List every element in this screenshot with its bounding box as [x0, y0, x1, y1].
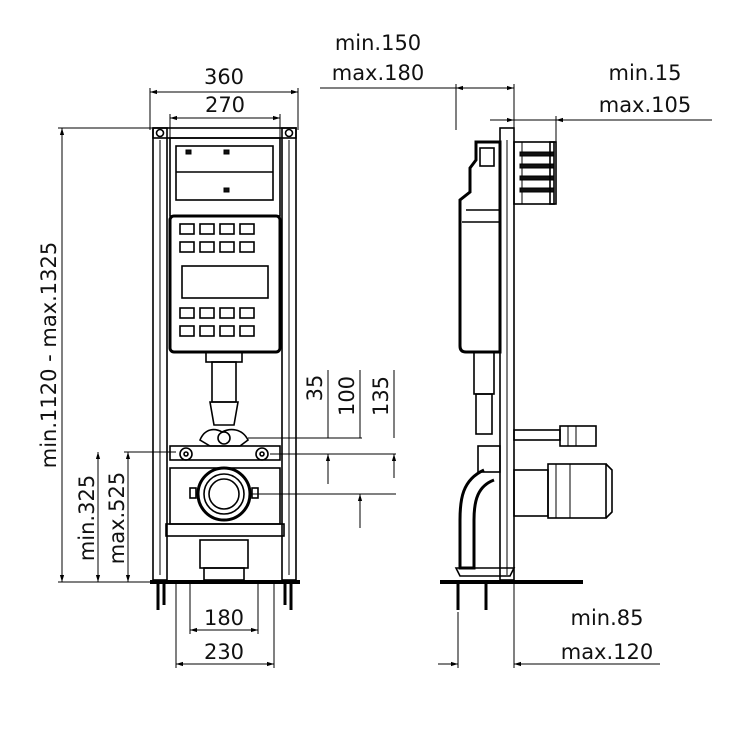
dim-height-range: min.1120 - max.1325: [37, 127, 152, 583]
offset-35-label: 35: [303, 375, 327, 402]
flush-plate-grid: [179, 223, 269, 337]
offset-135-label: 135: [369, 376, 393, 416]
outlet-min-label: min.325: [75, 475, 99, 561]
dim-depth: min.150 max.180: [320, 31, 515, 130]
outlet-max-label: max.525: [105, 472, 129, 565]
bottom-max-label: max.120: [561, 640, 654, 664]
dim-bottom: min.85 max.120: [438, 582, 660, 668]
leg-spacing-inner-label: 180: [204, 606, 244, 630]
side-view: min.150 max.180 min.15 max.105 min.85 ma…: [320, 31, 712, 668]
wall-max-label: max.105: [599, 93, 692, 117]
side-frame: [454, 127, 613, 610]
wall-min-label: min.15: [609, 61, 682, 85]
dim-leg-spacing: 180 230: [175, 582, 275, 668]
bottom-min-label: min.85: [571, 606, 644, 630]
depth-max-label: max.180: [332, 61, 425, 85]
dim-outlet-height: min.325 max.525: [75, 451, 176, 582]
dim-width-inner: 270: [169, 93, 281, 140]
offset-100-label: 100: [335, 376, 359, 416]
dim-offsets: 35 100 135: [248, 370, 397, 528]
width-inner-label: 270: [205, 93, 245, 117]
leg-spacing-outer-label: 230: [204, 640, 244, 664]
dim-wall-distance: min.15 max.105: [490, 61, 712, 144]
dim-width-outer: 360: [149, 65, 299, 130]
height-range-label: min.1120 - max.1325: [37, 242, 61, 469]
depth-min-label: min.150: [335, 31, 421, 55]
front-frame: [152, 127, 297, 610]
width-outer-label: 360: [204, 65, 244, 89]
front-view: 360 270 min.1120 - max.1325 min.325 max.…: [37, 65, 397, 668]
